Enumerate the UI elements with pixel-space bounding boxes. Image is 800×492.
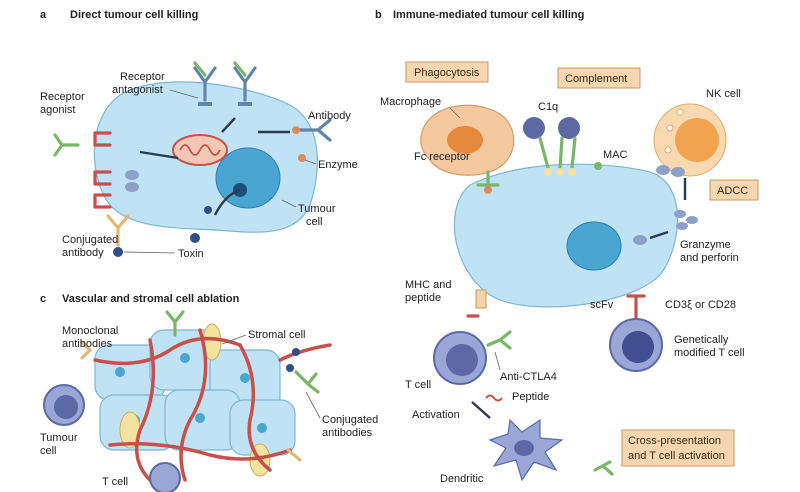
mhc-label-2: peptide bbox=[405, 292, 441, 304]
adcc-label: ADCC bbox=[717, 185, 748, 197]
tumour-cell-c-label-2: cell bbox=[40, 445, 57, 457]
conjugated-antibody-label-1: Conjugated bbox=[62, 234, 118, 246]
mhc-icon bbox=[475, 289, 487, 309]
enzyme-leader bbox=[304, 159, 317, 165]
gm-t-cell-label-2: modified T cell bbox=[674, 347, 745, 359]
scfv-icon bbox=[626, 294, 646, 320]
arrow-antagonist bbox=[221, 117, 236, 133]
receptor-antagonist-label-1: Receptor bbox=[120, 71, 165, 83]
receptor-antagonist-leader bbox=[169, 89, 199, 99]
conjugated-c-leader bbox=[305, 391, 321, 419]
t-cell-c bbox=[149, 462, 181, 492]
panel-a-letter: a bbox=[40, 9, 47, 21]
macrophage-nucleus bbox=[447, 126, 483, 154]
nk-cell-icon bbox=[653, 103, 727, 177]
panel-c: c Vascular and stromal cell ablation bbox=[40, 293, 378, 492]
cross-presentation-label-2: and T cell activation bbox=[628, 450, 725, 462]
anti-ctla4-icon bbox=[486, 330, 512, 350]
receptor-agonist-antibody-icon bbox=[53, 131, 139, 209]
granzyme-inside bbox=[633, 235, 647, 245]
enzyme-label: Enzyme bbox=[318, 159, 358, 171]
vessel-network bbox=[93, 328, 332, 482]
nk-cell-label: NK cell bbox=[706, 88, 741, 100]
panel-b-letter: b bbox=[375, 9, 382, 21]
arrow-agonist bbox=[139, 150, 179, 160]
receptor-agonist-label-2: agonist bbox=[40, 104, 75, 116]
tumour-cell-c-label-1: Tumour bbox=[40, 432, 78, 444]
cross-presentation-label-1: Cross-presentation bbox=[628, 435, 721, 447]
panel-b-title: Immune-mediated tumour cell killing bbox=[393, 9, 584, 21]
tumour-cell-c-nucleus bbox=[54, 395, 78, 419]
complement-label: Complement bbox=[565, 73, 627, 85]
anti-ctla4-leader bbox=[494, 351, 501, 371]
monoclonal-label-2: antibodies bbox=[62, 338, 113, 350]
peptide-icon bbox=[485, 394, 503, 402]
mhc-label-1: MHC and bbox=[405, 279, 451, 291]
dendritic-label: Dendritic bbox=[440, 473, 484, 485]
toxin-label: Toxin bbox=[178, 248, 204, 260]
conjugated-antibody-icon bbox=[106, 206, 212, 257]
cross-presentation-tag bbox=[621, 429, 735, 467]
stromal-cell-label: Stromal cell bbox=[248, 329, 305, 341]
tumour-cell-a-label-2: cell bbox=[306, 216, 323, 228]
panel-a: a Direct tumour cell killing Receptor an… bbox=[40, 9, 358, 260]
scfv-label: scFv bbox=[590, 299, 614, 311]
monoclonal-label-1: Monoclonal bbox=[62, 325, 118, 337]
mac-icon bbox=[594, 162, 602, 170]
cd3-label: CD3ξ or CD28 bbox=[665, 299, 736, 311]
macrophage-label: Macrophage bbox=[380, 96, 441, 108]
t-cell-nucleus bbox=[446, 344, 478, 376]
tumour-cell-a-label-1: Tumour bbox=[298, 203, 336, 215]
peptide-label: Peptide bbox=[512, 391, 549, 403]
receptor-agonist-label-1: Receptor bbox=[40, 91, 85, 103]
tumour-nucleus-b bbox=[566, 221, 622, 271]
antibody-enzyme-icon bbox=[292, 118, 332, 162]
macrophage-leader bbox=[449, 107, 461, 119]
dendritic-antibody-icon bbox=[593, 460, 614, 476]
panel-b: b Immune-mediated tumour cell killing Ph… bbox=[375, 9, 759, 485]
conjugated-c-label-2: antibodies bbox=[322, 427, 373, 439]
granzyme-label-1: Granzyme bbox=[680, 239, 731, 251]
tumour-cell-b bbox=[453, 163, 679, 308]
mitochondrion-icon bbox=[172, 134, 228, 166]
conjugated-c-label-1: Conjugated bbox=[322, 414, 378, 426]
c1q-label: C1q bbox=[538, 101, 558, 113]
gm-t-cell-label-1: Genetically bbox=[674, 334, 729, 346]
fc-receptor-label: Fc receptor bbox=[414, 151, 470, 163]
dendritic-nucleus bbox=[514, 440, 534, 456]
tumour-cell-cluster bbox=[94, 329, 296, 456]
complement-tag bbox=[557, 67, 641, 89]
gm-t-cell-nucleus bbox=[622, 331, 654, 363]
phagocytosis-tag bbox=[405, 61, 489, 83]
antibody-label-a: Antibody bbox=[308, 110, 351, 122]
granzyme-icon bbox=[674, 210, 698, 230]
t-cell-c-label: T cell bbox=[102, 476, 128, 488]
tumour-cell-a-leader bbox=[281, 199, 297, 208]
conjugated-antibody-label-2: antibody bbox=[62, 247, 104, 259]
arrow-granzyme bbox=[649, 230, 669, 240]
anti-ctla4-label: Anti-CTLA4 bbox=[500, 371, 557, 383]
panel-a-title: Direct tumour cell killing bbox=[70, 9, 198, 21]
arrow-toxin bbox=[213, 188, 241, 216]
monoclonal-antibody-icon bbox=[80, 310, 185, 360]
toxin-leader bbox=[123, 251, 176, 254]
stromal-cell-leader bbox=[221, 334, 247, 345]
receptor-antagonist-label-2: antagonist bbox=[112, 84, 163, 96]
activation-label: Activation bbox=[412, 409, 460, 421]
fc-receptor-icon bbox=[476, 170, 500, 187]
panel-c-letter: c bbox=[40, 293, 46, 305]
arrow-activation bbox=[471, 401, 491, 419]
phagocytosis-label: Phagocytosis bbox=[414, 67, 480, 79]
adcc-tag bbox=[709, 179, 759, 201]
c1q-icon bbox=[523, 117, 580, 176]
receptor-antagonist-antibody-icon bbox=[193, 61, 257, 106]
fc-dot bbox=[484, 186, 492, 194]
panel-c-title: Vascular and stromal cell ablation bbox=[62, 293, 240, 305]
t-cell-b-label: T cell bbox=[405, 379, 431, 391]
conjugated-antibodies-c-icon bbox=[286, 348, 320, 462]
mac-label: MAC bbox=[603, 149, 628, 161]
granzyme-label-2: and perforin bbox=[680, 252, 739, 264]
